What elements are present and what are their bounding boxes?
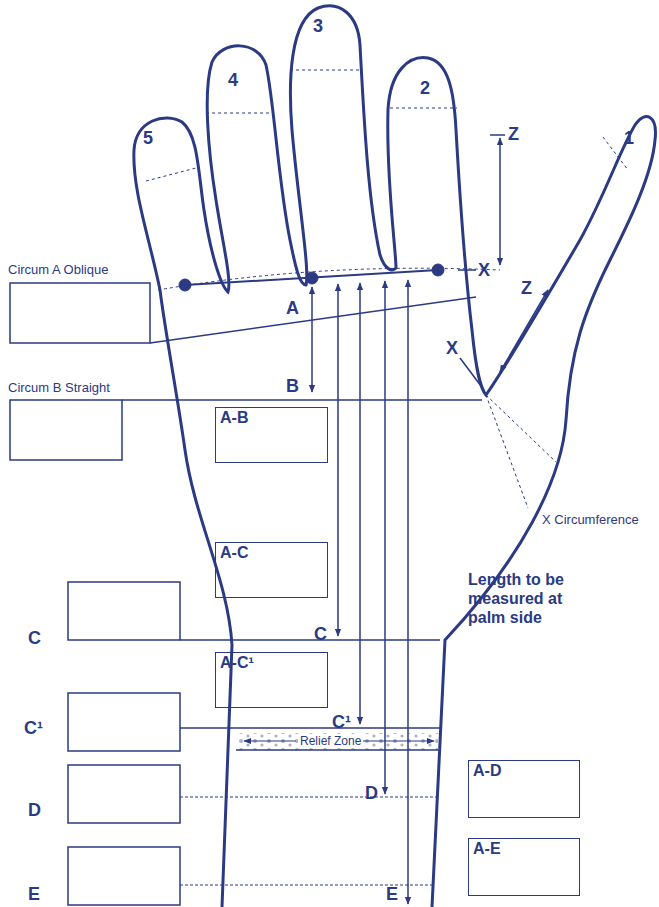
finger-number: 5 xyxy=(143,128,153,150)
measurement-box: A-C xyxy=(215,542,328,598)
measure-point: Z xyxy=(508,124,519,146)
measurement-box: A-B xyxy=(215,407,328,463)
finger-number: 4 xyxy=(228,70,238,92)
finger-creases xyxy=(146,70,628,508)
line-letter: D xyxy=(28,800,41,822)
point-letter: B xyxy=(286,376,299,398)
measurement-box: A-C¹ xyxy=(215,652,328,708)
empty-boxes xyxy=(10,283,180,905)
line-letter: E xyxy=(28,884,40,906)
line-letter: C¹ xyxy=(332,712,351,734)
measurement-box: A-D xyxy=(468,760,580,818)
finger-number: 2 xyxy=(420,78,430,100)
circumference-label: X Circumference xyxy=(542,512,639,528)
point-letter: A xyxy=(286,298,299,320)
box-label: A-B xyxy=(216,408,327,428)
box-label: A-E xyxy=(469,839,579,859)
measure-point: X xyxy=(478,260,490,282)
box-label: A-C xyxy=(216,543,327,563)
length-arrows xyxy=(312,135,548,904)
measure-point: X xyxy=(446,338,458,360)
line-letter: D xyxy=(365,783,378,805)
line-letter: C¹ xyxy=(24,718,43,740)
line-letter: C xyxy=(28,628,41,650)
zone-label: Relief Zone xyxy=(298,734,363,748)
hand-outline xyxy=(134,6,656,907)
box-label: A-C¹ xyxy=(216,653,327,673)
circumference-label: Circum A Oblique xyxy=(8,262,108,278)
line-letter: E xyxy=(386,884,398,906)
circumference-label: Circum B Straight xyxy=(8,380,110,396)
measurement-box: A-E xyxy=(468,838,580,896)
line-letter: C xyxy=(314,624,327,646)
note-text: Length to be measured at palm side xyxy=(468,570,596,628)
box-label: A-D xyxy=(469,761,579,781)
finger-number: 1 xyxy=(624,128,634,150)
measure-point: Z xyxy=(521,278,532,300)
finger-number: 3 xyxy=(313,16,323,38)
